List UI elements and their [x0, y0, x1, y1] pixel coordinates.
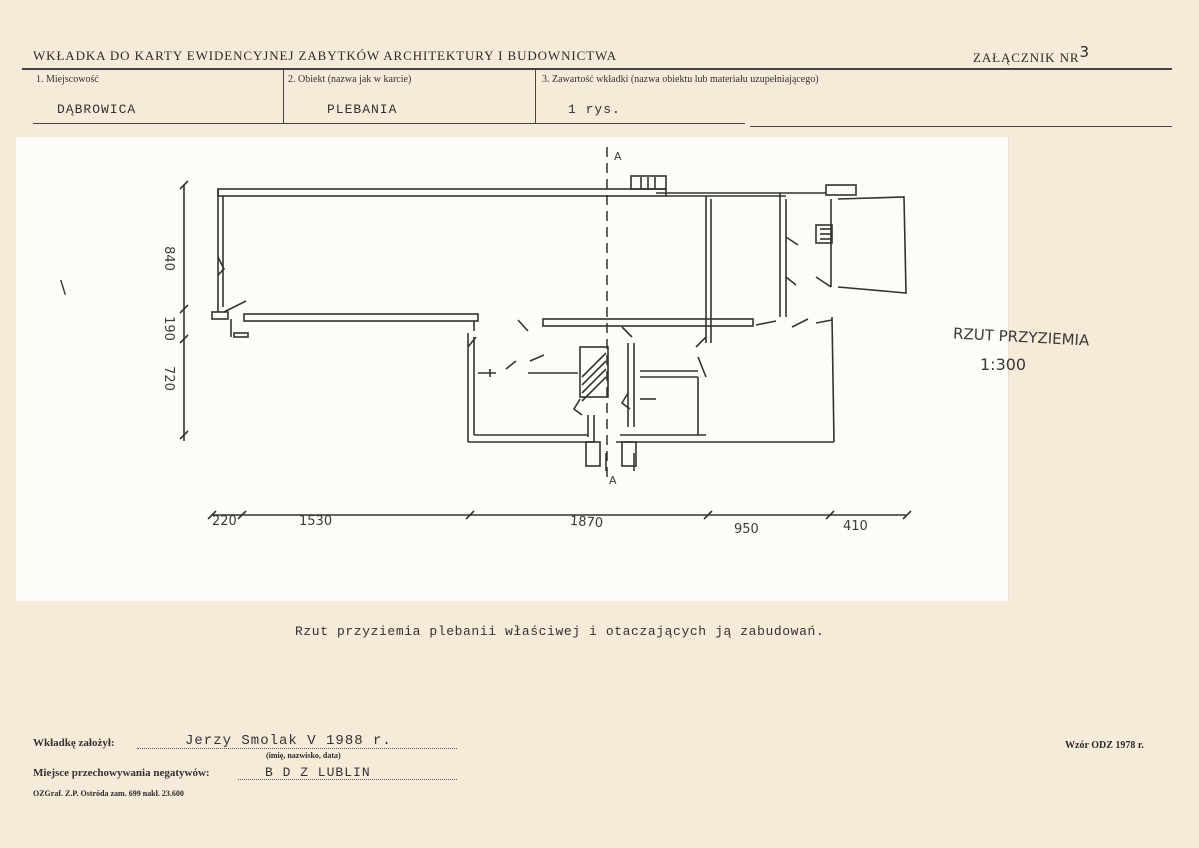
dim-vertical-190: 190 [160, 316, 176, 341]
horizontal-dimension-line [207, 510, 912, 520]
contents-value: 1 rys. [568, 102, 621, 117]
floor-plan-svg [179, 147, 912, 520]
attachment-number: 3 [1079, 43, 1090, 61]
floor-plan-drawing: A A 840 190 720 220 1530 1870 950 410 \ [16, 137, 1009, 601]
storage-dotted-line [238, 779, 457, 780]
section-label-bottom: A [609, 474, 617, 487]
attachment-label-text: ZAŁĄCZNIK NR [973, 50, 1080, 65]
attachment-label: ZAŁĄCZNIK NR3 [973, 43, 1090, 66]
header-rule [22, 68, 1172, 70]
contents-label: 3. Zawartość wkładki (nazwa obiektu lub … [542, 74, 819, 85]
dim-vertical-840: 840 [160, 246, 176, 271]
dim-horizontal-1530: 1530 [299, 514, 333, 529]
fields-underline-left [33, 123, 745, 124]
storage-value: B D Z LUBLIN [265, 765, 371, 780]
form-info: Wzór ODZ 1978 r. [1065, 740, 1144, 751]
founder-label: Wkładkę założył: [33, 737, 115, 749]
margin-mark: \ [60, 277, 67, 298]
storage-label: Miejsce przechowywania negatywów: [33, 767, 210, 779]
dim-horizontal-410: 410 [843, 519, 868, 534]
founder-value: Jerzy Smolak V 1988 r. [185, 733, 392, 749]
column-divider-1 [283, 70, 284, 124]
plan-scale: 1:300 [980, 355, 1027, 374]
dim-horizontal-1870: 1870 [569, 513, 604, 532]
form-title: WKŁADKA DO KARTY EWIDENCYJNEJ ZABYTKÓW A… [33, 48, 618, 63]
print-info: OZGraf. Z.P. Ostróda zam. 699 nakł. 23.6… [33, 789, 184, 798]
section-label-top: A [614, 150, 622, 163]
drawing-caption: Rzut przyziemia plebanii właściwej i ota… [295, 624, 825, 639]
column-divider-2 [535, 70, 536, 124]
dim-vertical-720: 720 [160, 366, 176, 391]
founder-hint: (imię, nazwisko, data) [266, 751, 341, 760]
fields-underline-right [750, 126, 1172, 127]
object-label: 2. Obiekt (nazwa jak w karcie) [288, 74, 412, 85]
locality-value: DĄBROWICA [57, 102, 137, 117]
floor-plan-walls [179, 175, 907, 471]
dim-horizontal-950: 950 [734, 522, 759, 537]
dim-horizontal-220: 220 [212, 514, 237, 529]
locality-label: 1. Miejscowość [36, 74, 99, 85]
object-value: PLEBANIA [327, 102, 398, 117]
founder-dotted-line [137, 748, 457, 749]
